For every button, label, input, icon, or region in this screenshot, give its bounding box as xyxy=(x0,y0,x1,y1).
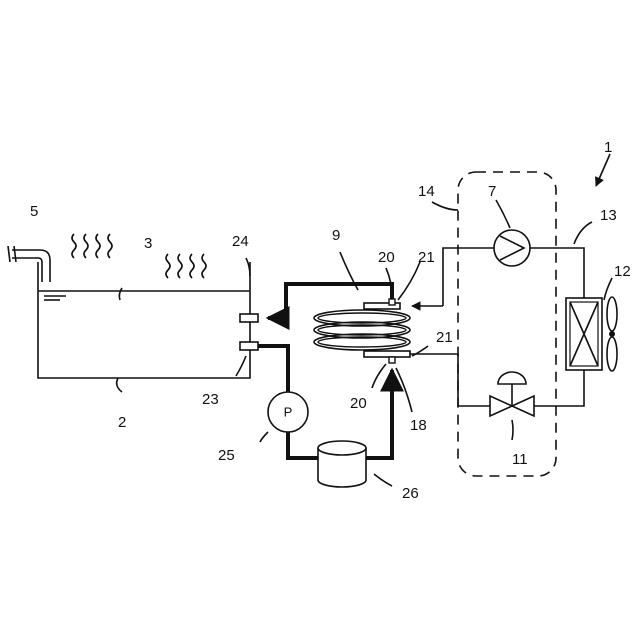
label-expansion-valve: 11 xyxy=(512,451,528,468)
label-pump: 25 xyxy=(218,447,235,464)
label-coil: 9 xyxy=(332,227,340,244)
label-filter: 26 xyxy=(402,485,419,502)
label-connector-bottom: 21 xyxy=(436,329,453,346)
evaporator xyxy=(566,298,602,370)
sensor-bottom xyxy=(389,357,395,363)
label-inlet-port: 24 xyxy=(232,233,249,250)
leader-lines xyxy=(117,154,612,486)
fan xyxy=(607,297,617,371)
label-system: 1 xyxy=(604,139,612,156)
label-sensor-bottom: 20 xyxy=(350,395,367,412)
label-supply-pipe: 5 xyxy=(30,203,38,220)
label-outlet-port: 23 xyxy=(202,391,219,408)
filter-cylinder xyxy=(318,441,366,487)
label-evaporator: 12 xyxy=(614,263,631,280)
sensor-top xyxy=(389,299,395,305)
inlet-port xyxy=(240,314,258,322)
label-sensor-top: 20 xyxy=(378,249,395,266)
pump: P xyxy=(268,392,308,432)
label-compressor: 7 xyxy=(488,183,496,200)
steam-wavy-lines xyxy=(72,234,206,278)
compressor xyxy=(494,230,530,266)
label-tank: 2 xyxy=(118,414,126,431)
outlet-port xyxy=(240,342,258,350)
tank xyxy=(38,262,250,378)
coil-heat-exchanger xyxy=(314,310,410,350)
label-water: 3 xyxy=(144,235,152,252)
pump-symbol: P xyxy=(284,405,293,420)
label-connector-top: 21 xyxy=(418,249,435,266)
label-refrigerant-pipe: 13 xyxy=(600,207,617,224)
label-check-line: 18 xyxy=(410,417,427,434)
refrigerant-circuit xyxy=(410,248,584,406)
label-boundary: 14 xyxy=(418,183,435,200)
expansion-valve xyxy=(490,372,534,416)
supply-pipe xyxy=(8,246,50,282)
coil-bottom-connector xyxy=(364,351,410,357)
heat-pump-unit-boundary xyxy=(458,172,556,476)
